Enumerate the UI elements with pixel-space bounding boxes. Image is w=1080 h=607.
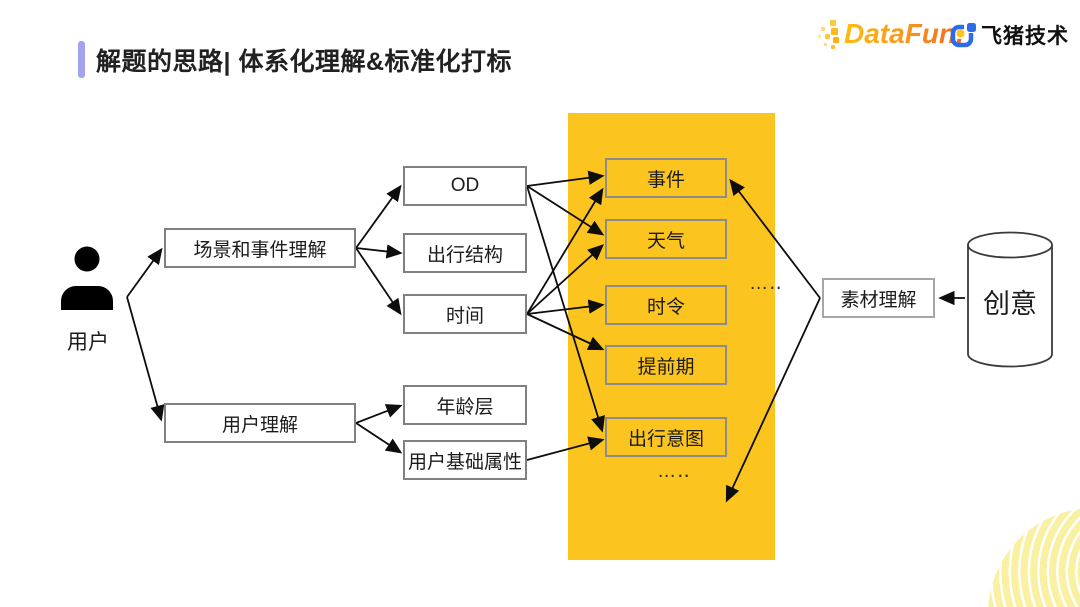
datafun-logo: DataFun. [818, 16, 964, 52]
node-age-group: 年龄层 [403, 385, 527, 425]
creative-cylinder-icon [967, 231, 1053, 368]
fliggy-icon [950, 21, 977, 47]
user-person-icon [61, 246, 113, 310]
title-accent-bar [78, 41, 85, 78]
node-creative-label: 创意 [983, 289, 1037, 319]
node-user-understanding: 用户理解 [164, 403, 356, 443]
node-lead-time: 提前期 [605, 345, 727, 385]
node-time: 时间 [403, 294, 527, 334]
node-travel-structure: 出行结构 [403, 233, 527, 273]
datafun-pixels-icon [818, 18, 844, 50]
node-user-label: 用户 [67, 331, 109, 354]
node-travel-intent: 出行意图 [605, 417, 727, 457]
fliggy-logo-text: 飞猪技术 [981, 25, 1069, 48]
ellipsis-right-of-column: …‥ [749, 273, 783, 294]
ellipsis-below-intent: …‥ [657, 461, 691, 482]
page-title: 解题的思路| 体系化理解&标准化打标 [96, 48, 512, 76]
node-event: 事件 [605, 158, 727, 198]
node-user-basic-attrs: 用户基础属性 [403, 440, 527, 480]
node-material-understanding: 素材理解 [822, 278, 935, 318]
node-season: 时令 [605, 285, 727, 325]
fliggy-logo: 飞猪技术 [950, 20, 1069, 50]
datafun-logo-text: DataFun. [844, 18, 964, 49]
node-od: OD [403, 166, 527, 206]
node-scene-event-understanding: 场景和事件理解 [164, 228, 356, 268]
node-weather: 天气 [605, 219, 727, 259]
